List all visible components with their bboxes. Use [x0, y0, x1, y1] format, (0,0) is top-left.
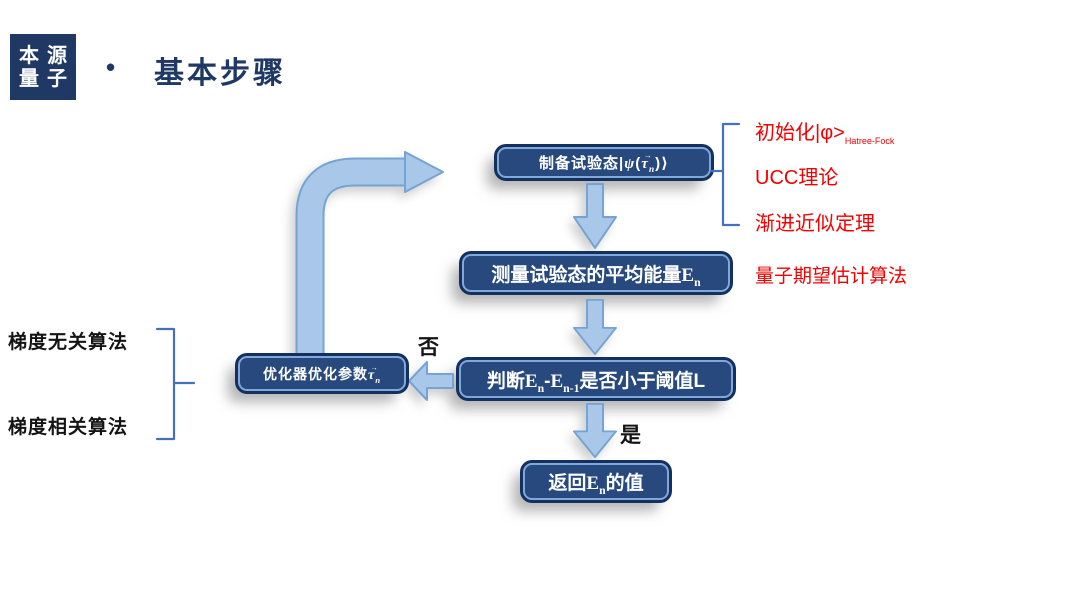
- flow-box-prepare-state: 制备试验态|ψ(τn)⟩: [497, 147, 711, 178]
- flow-arrow-down-yes-icon: [573, 403, 617, 458]
- annotation-expectation-algorithm: 量子期望估计算法: [755, 266, 908, 287]
- flow-arrow-down-2-icon: [573, 299, 617, 355]
- flow-box-measure-energy: 测量试验态的平均能量En: [462, 254, 730, 292]
- flow-box-judge-label: 判断En-En-1是否小于阈值L: [486, 370, 706, 395]
- logo-char: 子: [47, 67, 67, 90]
- label-gradient-based: 梯度相关算法: [8, 417, 129, 438]
- yes-label: 是: [620, 424, 641, 447]
- logo-char: 量: [19, 67, 39, 90]
- logo-char: 本: [19, 44, 39, 67]
- flow-box-optimizer-label: 优化器优化参数τn: [263, 363, 381, 384]
- loop-arrow-icon: [295, 151, 444, 354]
- logo-char: 源: [47, 44, 67, 67]
- flow-box-judge-threshold: 判断En-En-1是否小于阈值L: [459, 360, 733, 398]
- bracket-right-icon: [709, 122, 741, 227]
- flow-box-return-value: 返回En的值: [523, 463, 669, 500]
- bracket-left-icon: [155, 327, 196, 441]
- flow-arrow-left-no-icon: [408, 361, 454, 401]
- page-title: 基本步骤: [154, 57, 286, 90]
- flow-box-optimizer: 优化器优化参数τn: [238, 356, 406, 391]
- annotation-initialization: 初始化|φ>Hatree-Fock: [755, 116, 895, 146]
- annotation-initialization-text: 初始化|φ>Hatree-Fock: [755, 122, 895, 146]
- title-bullet-icon: •: [106, 52, 116, 82]
- annotation-ucc-theory: UCC理论: [755, 161, 838, 190]
- no-label: 否: [418, 336, 439, 359]
- annotation-asymptotic-theorem: 渐进近似定理: [755, 207, 875, 236]
- flow-box-measure-label: 测量试验态的平均能量En: [491, 264, 701, 289]
- flow-box-return-label: 返回En的值: [548, 473, 644, 497]
- flow-arrow-down-1-icon: [573, 183, 617, 249]
- annotation-ucc-theory-text: UCC理论: [755, 167, 839, 189]
- origin-quantum-logo: 本 源 量 子: [10, 34, 76, 100]
- annotation-asymptotic-theorem-text: 渐进近似定理: [755, 213, 875, 235]
- label-gradient-free: 梯度无关算法: [8, 332, 129, 353]
- flow-box-prepare-label: 制备试验态|ψ(τn)⟩: [539, 151, 669, 175]
